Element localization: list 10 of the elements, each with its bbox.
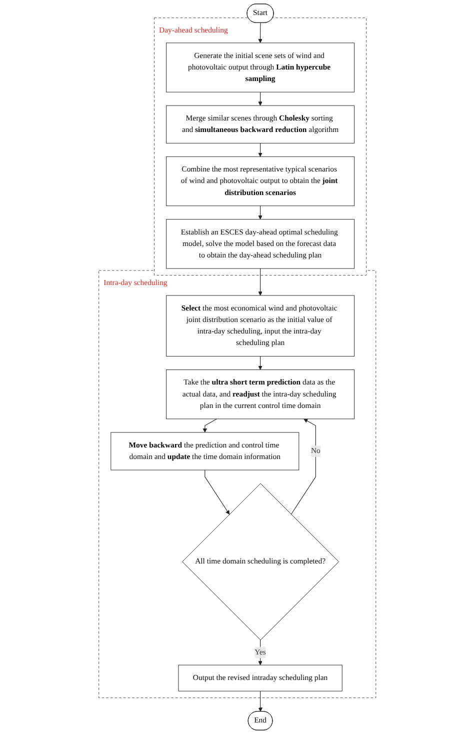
arrow (290, 418, 316, 515)
arrow (258, 92, 262, 106)
arrow (258, 142, 262, 157)
arrow (258, 22, 262, 44)
arrow (202, 418, 217, 433)
arrow (258, 356, 262, 370)
arrow (204, 470, 230, 515)
arrow (258, 268, 262, 296)
arrow (258, 690, 262, 712)
arrow (258, 206, 262, 220)
